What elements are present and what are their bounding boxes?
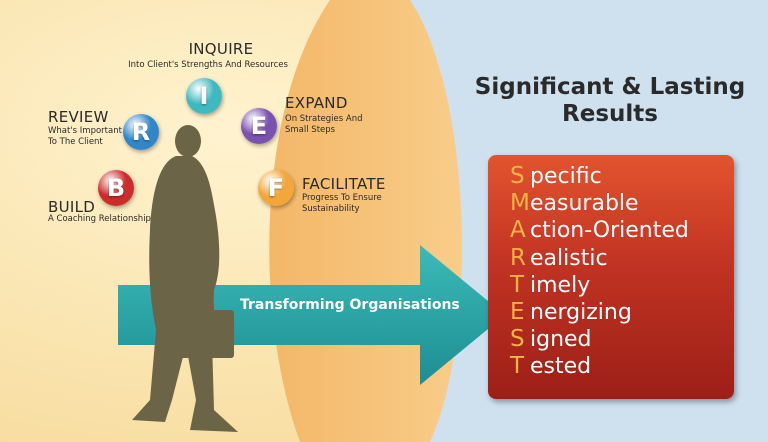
smart-letter: T	[510, 353, 525, 380]
smart-word-rest: pecific	[530, 164, 602, 189]
step-title: FACILITATE	[302, 175, 386, 193]
smart-word-rest: ealistic	[530, 245, 608, 271]
step-description: What's Important To The Client	[48, 126, 122, 147]
smart-letter: T	[510, 271, 525, 298]
smart-row: Measurable	[510, 190, 639, 217]
smart-word-rest: ested	[530, 354, 592, 380]
smart-letter: A	[510, 217, 526, 244]
businessman-silhouette	[132, 125, 238, 432]
smart-letter: S	[510, 163, 525, 189]
smart-word-rest: imely	[530, 272, 591, 298]
step-title: BUILD	[48, 198, 96, 216]
smart-word-rest: igned	[530, 327, 592, 353]
step-badge-r: R	[123, 114, 159, 150]
step-title: INQUIRE	[188, 40, 254, 58]
results-title-line1: Significant & Lasting	[474, 74, 746, 100]
step-badge-f: F	[258, 170, 294, 206]
step-description: Into Client's Strengths And Resources	[128, 60, 288, 70]
smart-word-rest: nergizing	[530, 300, 632, 325]
step-badge-i: I	[186, 78, 222, 114]
smart-letter: S	[510, 326, 525, 353]
smart-word-rest: easurable	[530, 191, 639, 217]
step-badge-e: E	[241, 108, 277, 144]
smart-letter: E	[510, 299, 525, 325]
step-description: A Coaching Relationship	[48, 214, 151, 224]
step-title: EXPAND	[285, 94, 348, 112]
arrow-label: Transforming Organisations	[240, 297, 460, 313]
step-badge-b: B	[98, 170, 134, 206]
step-description: On Strategies And Small Steps	[285, 114, 363, 135]
step-title: REVIEW	[48, 108, 109, 126]
transform-arrow	[118, 245, 505, 385]
smart-word-rest: ction-Oriented	[530, 218, 689, 244]
results-title: Significant & Lasting Results	[472, 74, 748, 128]
smart-letter: M	[510, 190, 530, 217]
step-description: Progress To Ensure Sustainability	[302, 193, 382, 214]
smart-letter: R	[510, 244, 526, 271]
results-title-line2: Results	[562, 101, 658, 127]
